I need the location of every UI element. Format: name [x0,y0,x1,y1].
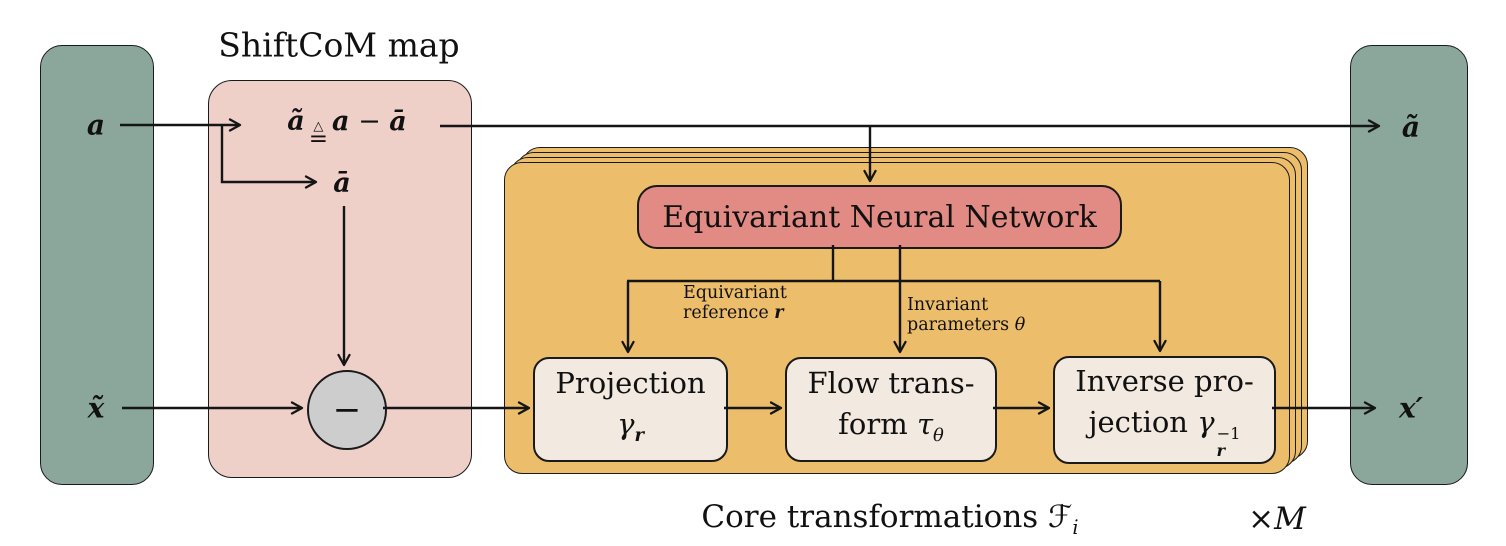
subtract-node: − [307,370,387,450]
core-caption: Core transformations ℱi [701,498,1079,540]
equivariant-reference-label: Equivariant reference r [683,283,787,323]
equivariant-neural-network-box: Equivariant Neural Network [637,185,1122,249]
projection-symbol: γr [617,407,644,446]
flow-transform-box: Flow trans- form τθ [785,357,997,462]
shiftcom-title: ShiftCoM map [218,25,460,65]
flow-label-line2: form τθ [838,407,944,446]
output-a-label: ã [1401,110,1421,144]
projection-box: Projection γr [533,357,728,462]
output-x-label: x′ [1398,391,1424,425]
invariant-parameters-label: Invariant parameters θ [907,295,1026,335]
input-x-label: x̃ [87,391,105,425]
enn-label: Equivariant Neural Network [662,199,1097,235]
input-a-label: a [86,108,106,142]
input-block [40,45,154,485]
mean-label: ā [333,167,351,199]
shiftcom-equation: ã△=a − ā [287,106,407,153]
repeat-count-label: ×M [1248,501,1306,537]
projection-label: Projection [555,366,706,401]
inverse-label-line1: Inverse pro- [1075,364,1254,399]
flow-label-line1: Flow trans- [807,366,975,401]
